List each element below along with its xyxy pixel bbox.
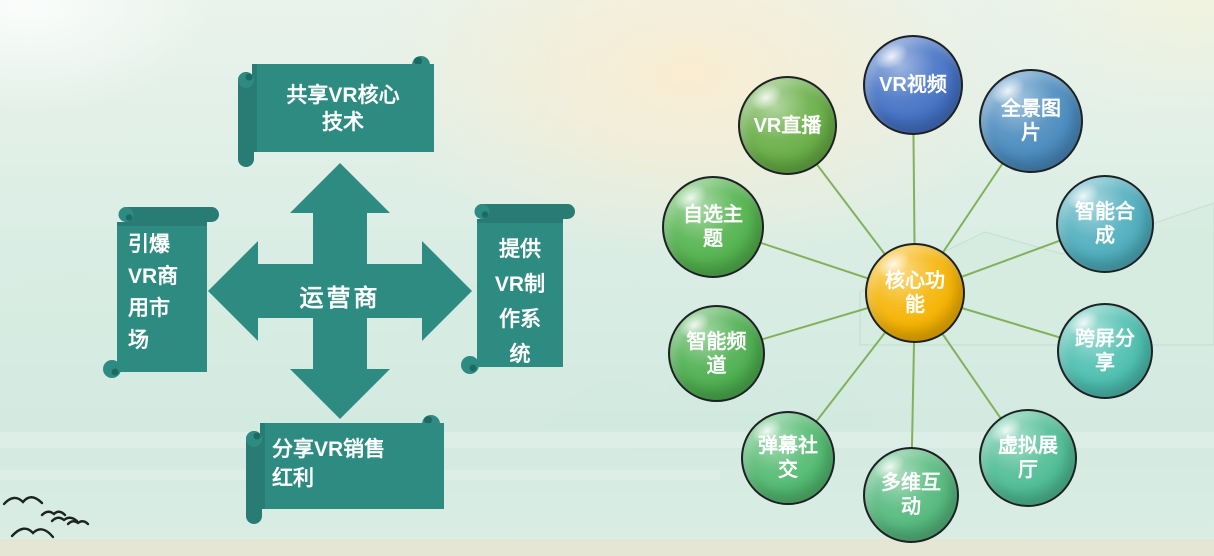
feature-bubble-vr-video: VR视频: [863, 35, 963, 135]
feature-bubble-label: 自选主 题: [683, 204, 743, 250]
hub-center-bubble: 核心功 能: [865, 243, 965, 343]
scroll-banner-left-text: 引爆 VR商 用市 场: [128, 233, 179, 352]
scroll-banner-right: 提供 VR制 作系 统: [451, 202, 575, 384]
feature-bubble-smart-channel: 智能频 道: [668, 305, 765, 402]
feature-bubble-label: 智能频 道: [686, 330, 747, 377]
feature-bubble-smart-compose: 智能合 成: [1056, 175, 1154, 273]
feature-bubble-danmaku-social: 弹幕社 交: [741, 411, 835, 505]
quad-arrow-shape: 运营商: [205, 160, 475, 425]
operator-label: 运营商: [299, 285, 381, 312]
scroll-banner-bottom: 分享VR销售 红利: [246, 407, 444, 525]
feature-bubble-label: 虚拟展 厅: [998, 435, 1058, 481]
scroll-banner-bottom-text: 分享VR销售 红利: [272, 438, 386, 490]
scroll-banner-left: 引爆 VR商 用市 场: [101, 205, 219, 385]
feature-bubble-panorama-image: 全景图 片: [979, 69, 1083, 173]
scroll-banner-right-text: 提供 VR制 作系 统: [494, 238, 546, 366]
birds-icon: [2, 496, 90, 539]
feature-bubble-vr-live: VR直播: [738, 76, 837, 175]
feature-bubble-label: 弹幕社 交: [758, 435, 818, 481]
hub-center-label: 核心功 能: [885, 270, 945, 316]
feature-bubble-custom-theme: 自选主 题: [662, 176, 764, 278]
feature-bubble-label: 智能合 成: [1075, 201, 1135, 247]
feature-bubble-multi-interact: 多维互 动: [863, 447, 959, 543]
feature-bubble-label: VR视频: [879, 74, 947, 96]
feature-bubble-label: 跨屏分 享: [1075, 328, 1135, 374]
scroll-banner-top-text: 共享VR核心 技术: [286, 84, 400, 134]
feature-bubble-label: 全景图 片: [1001, 98, 1061, 144]
feature-bubble-cross-screen-share: 跨屏分 享: [1057, 303, 1153, 399]
feature-bubble-label: 多维互 动: [881, 472, 941, 518]
feature-bubble-label: VR直播: [753, 114, 822, 137]
feature-bubble-virtual-hall: 虚拟展 厅: [979, 409, 1077, 507]
scroll-banner-top: 共享VR核心 技术: [238, 48, 434, 168]
